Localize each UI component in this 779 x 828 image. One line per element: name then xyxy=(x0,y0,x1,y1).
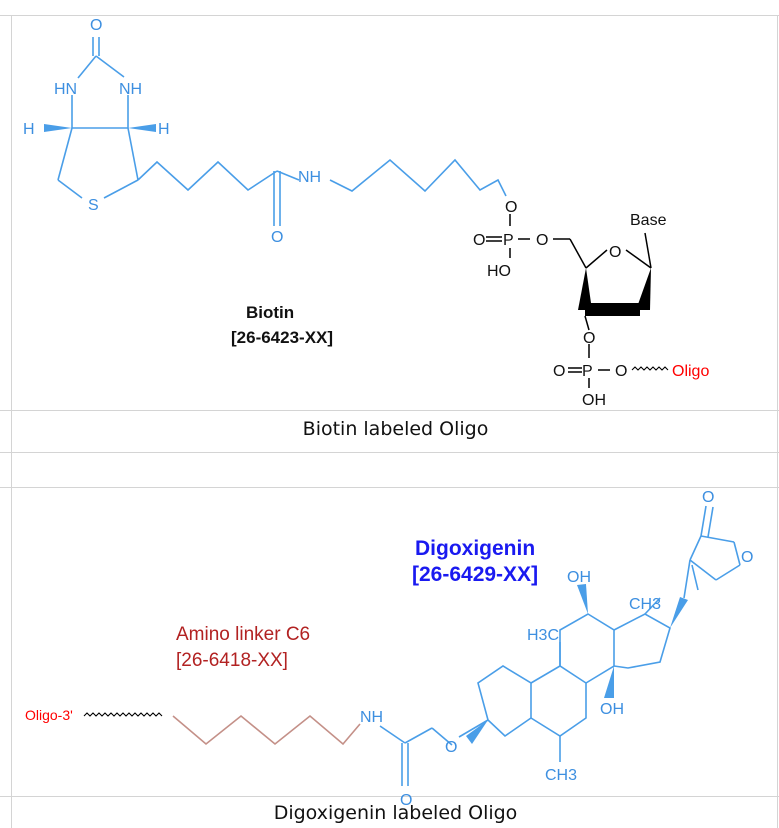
atom-h: H xyxy=(158,121,170,138)
digoxigenin-caption: Digoxigenin labeled Oligo xyxy=(273,802,518,824)
oligo-wavy-bond xyxy=(83,712,163,717)
atom-o: O xyxy=(473,232,485,249)
table-row-divider xyxy=(0,410,779,411)
linker-catalog: [26-6418-XX] xyxy=(176,650,288,671)
table-row-divider xyxy=(0,487,779,488)
atom-oh: OH xyxy=(567,569,591,586)
atom-o: O xyxy=(400,792,412,809)
atom-ho: HO xyxy=(487,263,511,280)
atom-o-ring: O xyxy=(609,244,621,261)
digoxigenin-name: Digoxigenin xyxy=(415,537,535,560)
oligo-label: Oligo xyxy=(672,363,709,380)
digoxigenin-atom-labels: NH O O OH CH3 H3C OH CH3 O O xyxy=(360,489,753,809)
phosphodiester-atom-labels: O O P O HO O Base O O P O OH Oligo xyxy=(473,199,709,409)
atom-ch3: CH3 xyxy=(545,767,577,784)
biotin-catalog: [26-6423-XX] xyxy=(231,328,333,347)
atom-o-amide: O xyxy=(271,229,283,246)
biotin-caption: Biotin labeled Oligo xyxy=(302,418,489,440)
atom-o-ring: O xyxy=(741,549,753,566)
biotin-name: Biotin xyxy=(246,303,294,322)
atom-p: P xyxy=(582,363,593,380)
atom-h3c: H3C xyxy=(527,627,559,644)
atom-nh: NH xyxy=(360,709,383,726)
table-top-border xyxy=(0,15,779,16)
table-right-border xyxy=(777,15,778,828)
atom-o: O xyxy=(702,489,714,506)
atom-oh: OH xyxy=(600,701,624,718)
atom-s: S xyxy=(88,197,99,214)
biotin-atom-labels: O HN NH H H S NH O xyxy=(23,17,321,246)
atom-o: O xyxy=(536,232,548,249)
atom-o: O xyxy=(583,330,595,347)
oligo3-label: Oligo-3' xyxy=(25,707,73,723)
biotin-structure xyxy=(44,37,507,226)
atom-nh: NH xyxy=(119,81,142,98)
atom-o: O xyxy=(90,17,102,34)
atom-o: O xyxy=(615,363,627,380)
digoxigenin-catalog: [26-6429-XX] xyxy=(412,563,538,586)
atom-oh: OH xyxy=(582,392,606,409)
table-row-divider xyxy=(0,452,779,453)
atom-nh-amide: NH xyxy=(298,169,321,186)
atom-ch3: CH3 xyxy=(629,596,661,613)
table-row-divider xyxy=(0,796,779,797)
linker-name: Amino linker C6 xyxy=(176,624,310,645)
atom-p: P xyxy=(503,232,514,249)
atom-o: O xyxy=(553,363,565,380)
table-left-border xyxy=(11,15,12,828)
phosphodiester-sugar xyxy=(486,214,669,388)
atom-h: H xyxy=(23,121,35,138)
atom-base: Base xyxy=(630,212,667,229)
atom-o-ether: O xyxy=(445,739,457,756)
atom-hn: HN xyxy=(54,81,77,98)
digoxigenin-structure xyxy=(379,505,741,786)
atom-o: O xyxy=(505,199,517,216)
c6-linker-chain xyxy=(172,714,361,746)
